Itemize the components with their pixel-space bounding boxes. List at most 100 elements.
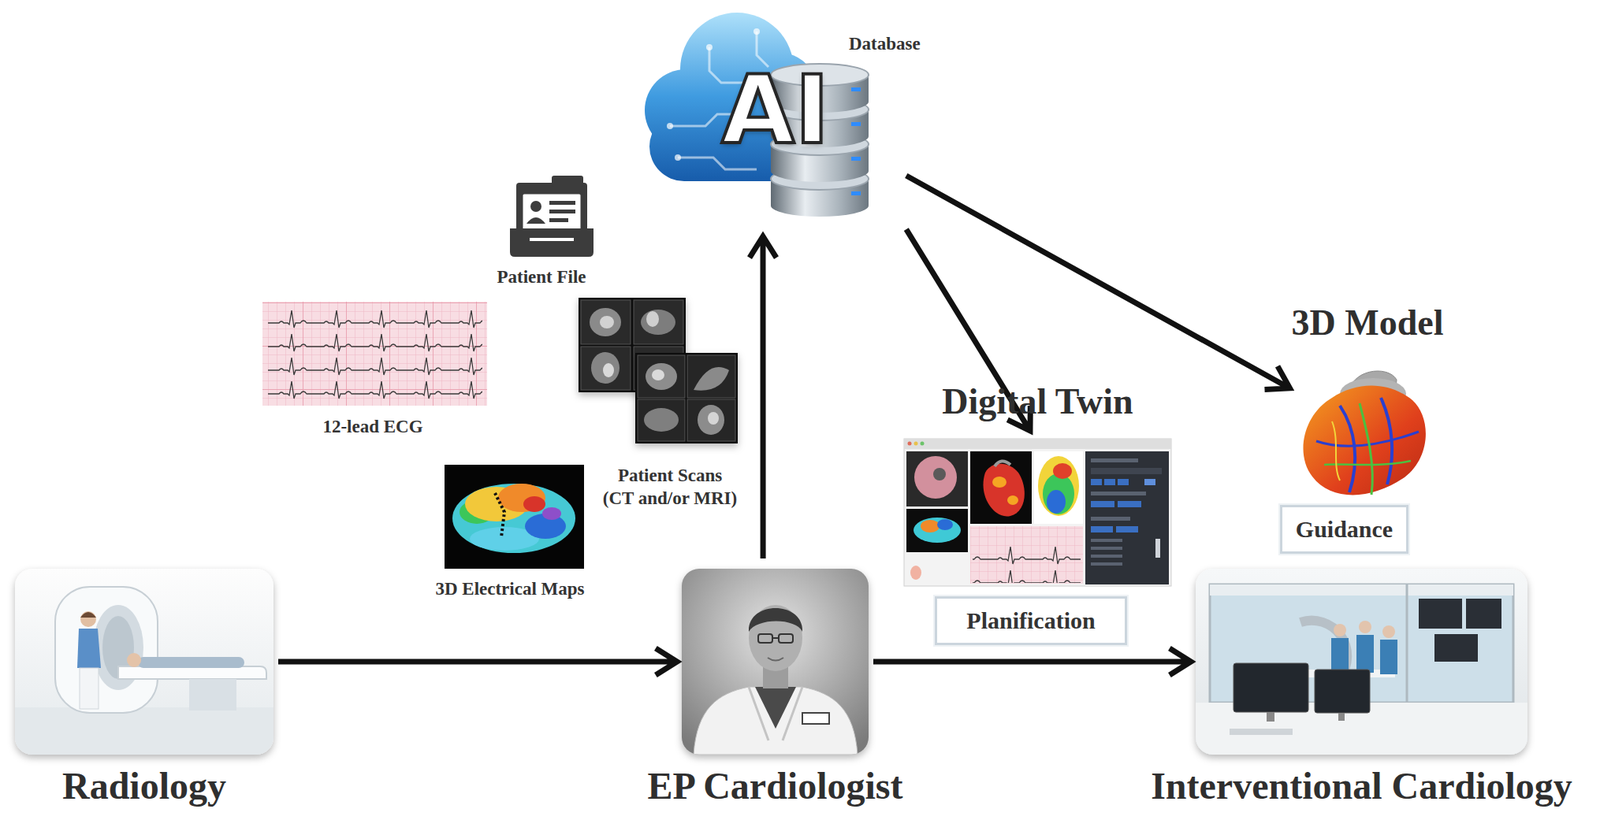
cath-lab-photo <box>1314 669 1370 714</box>
image-caption: Patient File <box>496 266 586 290</box>
flow-arrow <box>906 175 1291 391</box>
role-label: EP Cardiologist <box>642 766 908 808</box>
heart-3d-model <box>1324 461 1411 466</box>
digital-twin-screenshot <box>1090 539 1123 543</box>
scan-images <box>637 399 685 442</box>
radiology-photo <box>189 679 237 711</box>
radiology-photo <box>79 668 99 710</box>
scan-images <box>645 363 678 391</box>
cardiologist-photo <box>802 713 830 725</box>
flow-arrow <box>278 648 678 676</box>
digital-twin-screenshot <box>970 526 1083 585</box>
digital-twin-screenshot <box>913 517 961 544</box>
cath-lab-photo <box>1333 624 1347 637</box>
digital-twin-screenshot <box>906 509 968 553</box>
radiology-photo <box>14 707 274 756</box>
cath-lab-photo <box>1356 635 1374 674</box>
role-photo: EP Cardiologist <box>642 569 908 808</box>
cardiologist-photo <box>681 569 869 756</box>
database-icon <box>851 156 861 161</box>
text-holder: Database <box>848 33 921 56</box>
scan-images <box>643 408 679 432</box>
ai-cloud-icon <box>753 28 760 35</box>
ecg-strip <box>262 301 488 406</box>
photo-frame <box>681 569 869 756</box>
role-photo: Radiology <box>14 569 274 808</box>
heading-holder: Digital Twin <box>904 382 1172 423</box>
cardiologist-photo <box>693 687 858 756</box>
radiology-photo <box>14 587 274 756</box>
radiology-photo <box>137 657 245 669</box>
digital-twin-screenshot <box>1090 501 1115 508</box>
ai-database-node: AI Database <box>647 7 940 241</box>
cardiologist-photo <box>681 569 869 756</box>
scan-images <box>599 316 614 329</box>
cath-lab-photo <box>1380 640 1398 675</box>
digital-twin-screenshot <box>904 439 1172 450</box>
node-label: Database <box>848 33 921 56</box>
cath-lab-photo <box>1338 713 1345 722</box>
patient-file-icon <box>526 217 546 224</box>
patient-file-icon <box>549 209 576 214</box>
ai-cloud-icon <box>706 44 713 51</box>
cath-lab-photo <box>1382 625 1396 639</box>
digital-twin-screenshot <box>1144 479 1156 486</box>
cath-lab-photo <box>1195 569 1528 756</box>
cardiologist-photo <box>748 605 803 672</box>
scan-images <box>697 405 725 436</box>
digital-twin-screenshot <box>904 439 1172 587</box>
digital-twin-screenshot <box>1007 495 1019 506</box>
electrical-map <box>542 507 562 521</box>
patient-file-icon <box>530 200 542 213</box>
flow-arrow <box>749 236 777 559</box>
cardiologist-photo <box>693 605 858 756</box>
digital-twin-screenshot <box>937 519 953 531</box>
scan-images <box>693 367 730 391</box>
patient-file-icon <box>509 175 594 257</box>
digital-twin-screenshot <box>1042 473 1075 515</box>
digital-twin-screenshot <box>1046 490 1066 514</box>
database-icon <box>851 87 861 92</box>
digital-twin-screenshot <box>994 461 1011 467</box>
ecg-strip <box>267 354 483 379</box>
text-holder: AI <box>721 63 830 158</box>
ai-cloud-icon <box>666 122 674 130</box>
scan-images <box>707 412 719 425</box>
digital-twin-screenshot <box>970 451 1032 525</box>
cath-lab-photo <box>1466 599 1502 629</box>
heart-3d-model <box>1332 421 1340 481</box>
cath-lab-photo <box>1209 584 1514 596</box>
scan-images <box>578 297 738 444</box>
digital-twin-screenshot <box>904 439 1172 587</box>
digital-twin-screenshot <box>914 456 957 499</box>
scan-images <box>580 300 631 345</box>
database-icon <box>851 122 861 127</box>
cath-lab-photo <box>1229 729 1293 736</box>
patient-file-icon <box>516 182 588 235</box>
scan-images <box>591 352 620 384</box>
electrical-map <box>498 483 546 513</box>
image-caption: 3D Electrical Maps <box>435 578 585 602</box>
caption-holder: EP Cardiologist <box>642 766 908 808</box>
electrical-map <box>452 483 576 554</box>
digital-twin-screenshot <box>910 565 922 581</box>
box-label: Guidance <box>1295 515 1393 544</box>
caption-holder: 3D Electrical Maps <box>435 578 585 602</box>
scan-images <box>651 369 665 381</box>
digital-twin-screenshot <box>983 464 1025 518</box>
ecg-strip <box>267 378 483 402</box>
radiology-photo <box>14 569 274 756</box>
database-icon <box>851 191 861 196</box>
cath-lab-photo <box>1266 712 1275 722</box>
cath-lab-photo <box>1434 634 1478 663</box>
digital-twin-screenshot <box>1034 451 1083 525</box>
digital-twin-screenshot <box>1090 526 1113 533</box>
electrical-map <box>494 493 505 538</box>
scan-images <box>637 355 685 399</box>
digital-twin-screenshot <box>906 451 968 507</box>
cardiologist-photo <box>772 637 779 640</box>
scan-images <box>687 355 736 399</box>
cath-lab-photo <box>1195 569 1528 756</box>
scan-images <box>602 363 614 378</box>
step-box: Guidance <box>1280 505 1409 555</box>
